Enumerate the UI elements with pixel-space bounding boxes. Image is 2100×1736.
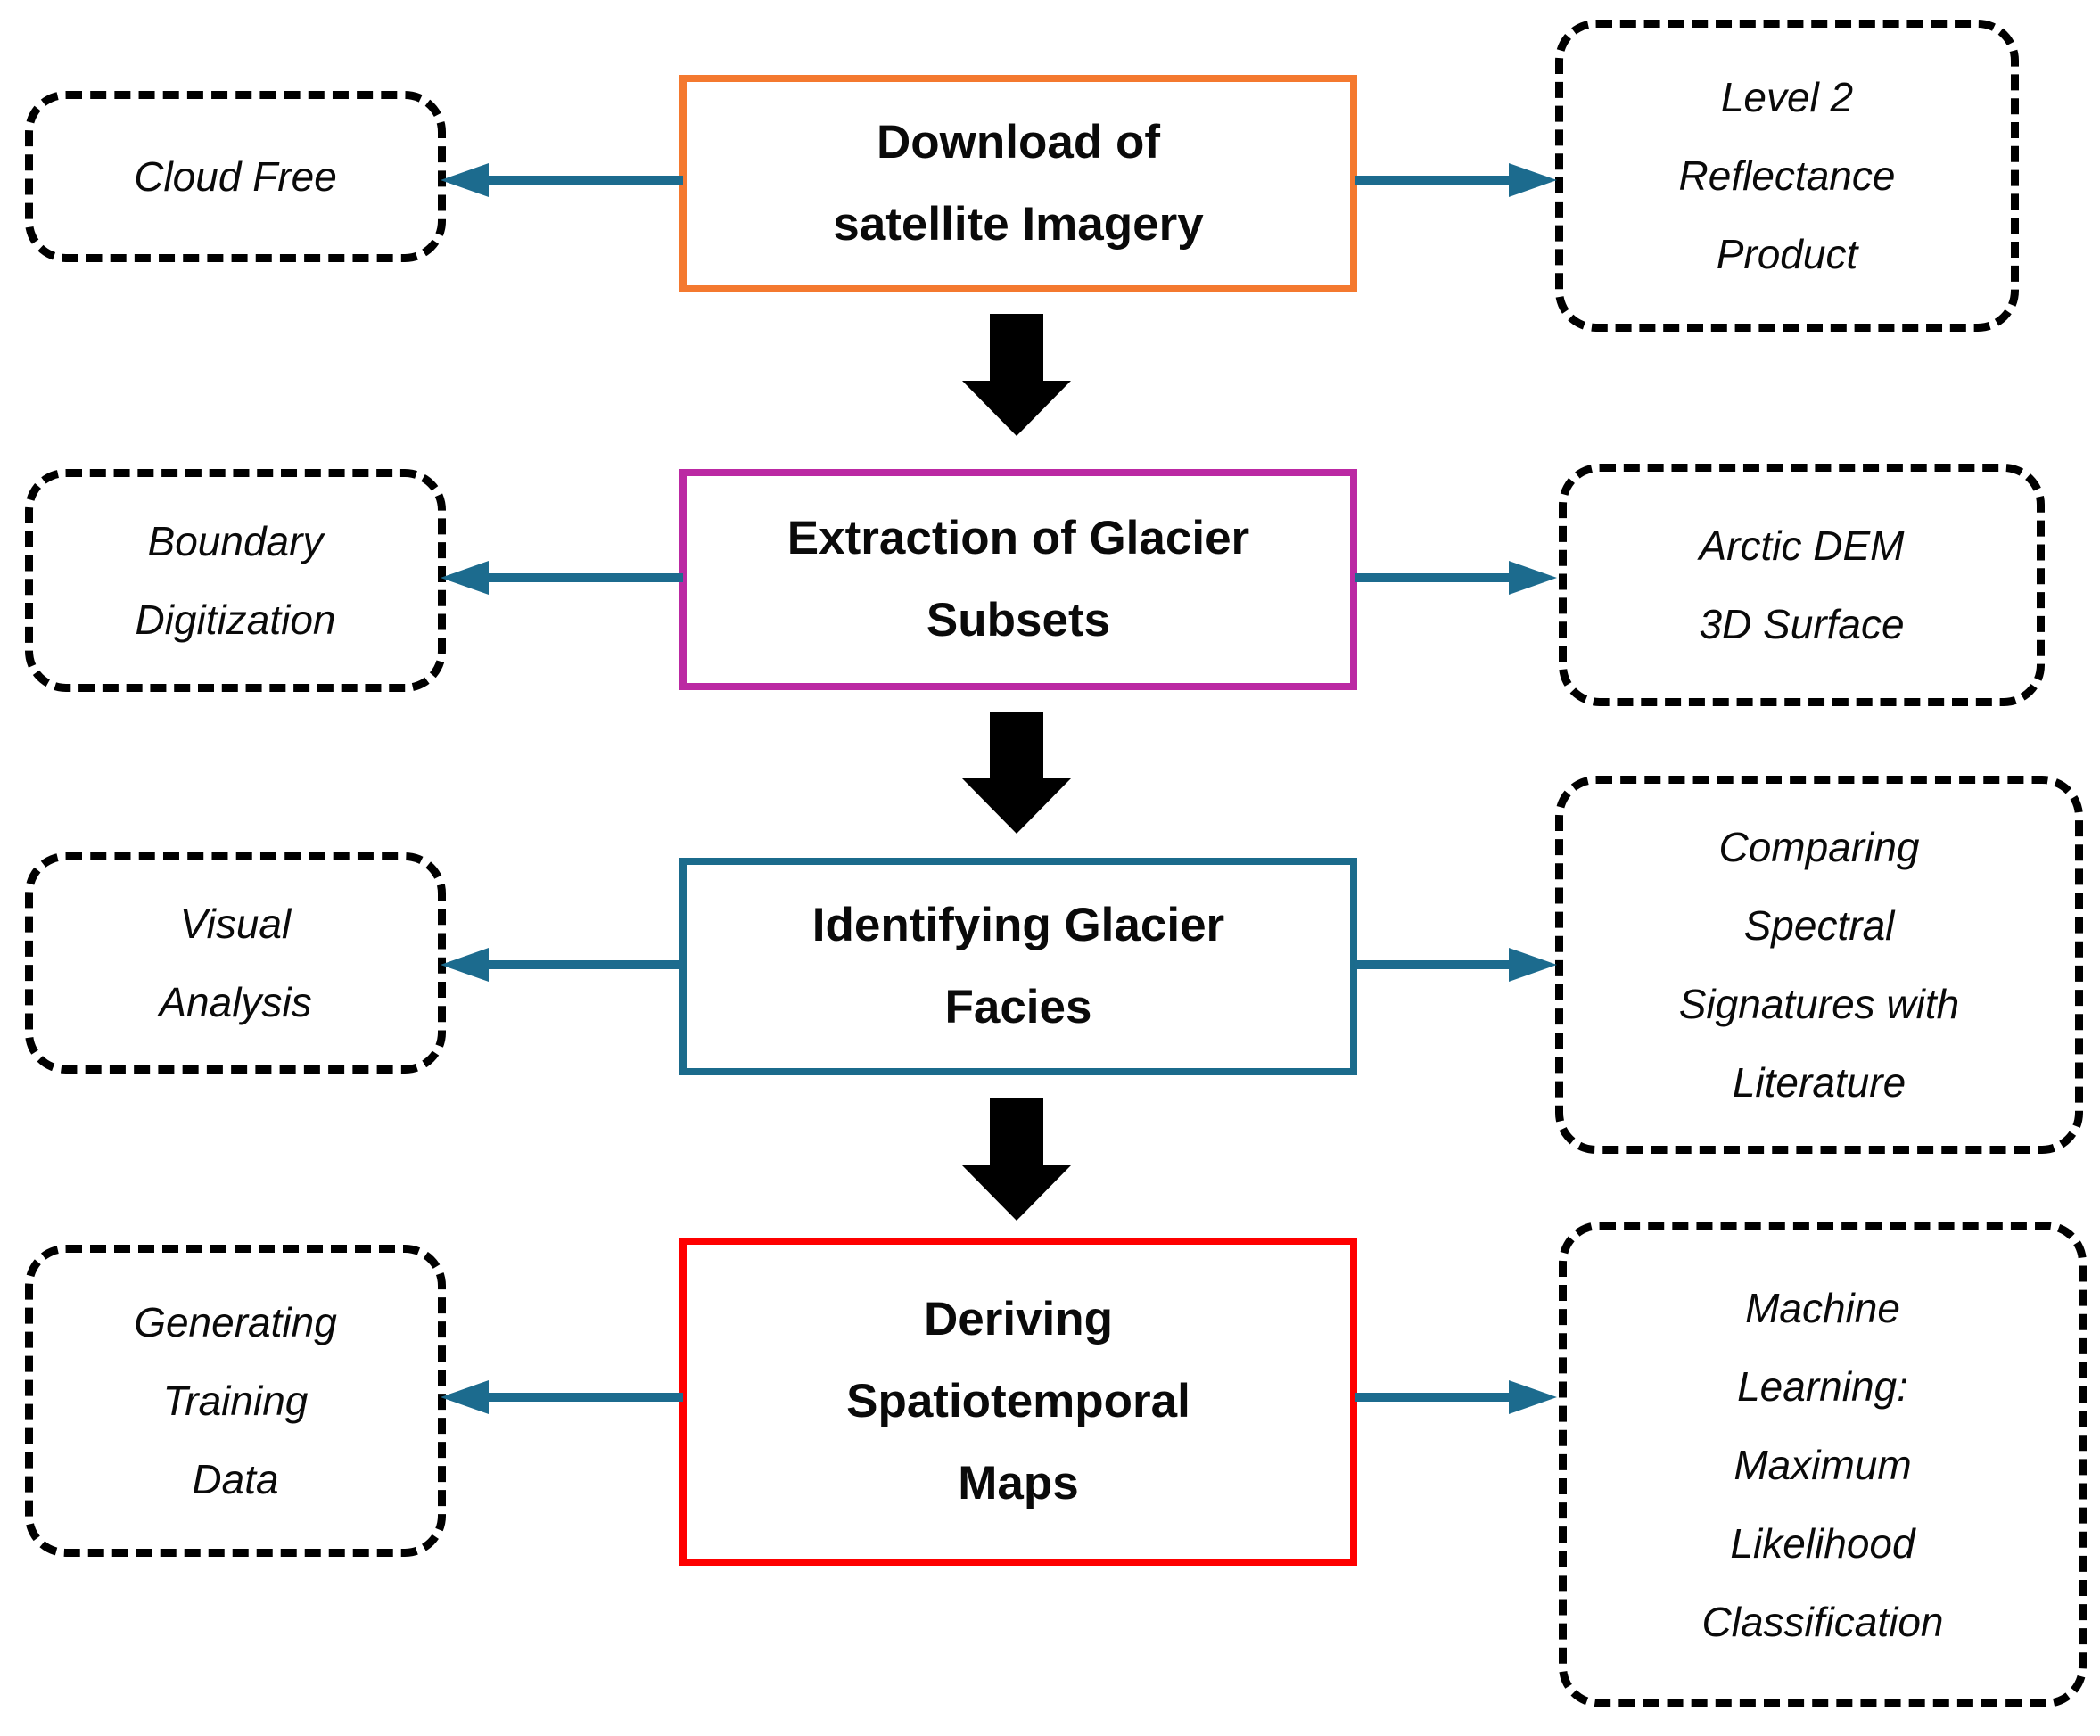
note-box-level2-reflectance: Level 2 Reflectance Product xyxy=(1555,20,2019,332)
note-box-generating-training-data: Generating Training Data xyxy=(25,1245,446,1557)
down-arrow-icon xyxy=(962,314,1071,436)
note-box-cloud-free: Cloud Free xyxy=(25,91,446,262)
note-label: Visual Analysis xyxy=(159,901,312,1025)
note-label: Comparing Spectral Signatures with Liter… xyxy=(1678,824,1960,1106)
right-arrow-icon xyxy=(1355,162,1557,198)
note-box-visual-analysis: Visual Analysis xyxy=(25,852,446,1074)
note-box-arctic-dem: Arctic DEM 3D Surface xyxy=(1559,464,2045,706)
note-box-comparing-spectral: Comparing Spectral Signatures with Liter… xyxy=(1555,776,2083,1154)
note-label: Arctic DEM 3D Surface xyxy=(1699,522,1905,647)
note-label: Cloud Free xyxy=(134,153,337,200)
right-arrow-icon xyxy=(1355,947,1557,983)
left-arrow-icon xyxy=(441,1379,683,1415)
process-label: Extraction of Glacier Subsets xyxy=(786,512,1250,646)
note-label: Machine Learning: Maximum Likelihood Cla… xyxy=(1701,1284,1944,1645)
process-box-identifying: Identifying Glacier Facies xyxy=(679,858,1357,1075)
down-arrow-icon xyxy=(962,1098,1071,1221)
right-arrow-icon xyxy=(1355,1379,1557,1415)
process-box-deriving: Deriving Spatiotemporal Maps xyxy=(679,1238,1357,1566)
down-arrow-icon xyxy=(962,712,1071,834)
left-arrow-icon xyxy=(441,560,683,596)
note-label: Level 2 Reflectance Product xyxy=(1678,74,1896,277)
process-label: Download of satellite Imagery xyxy=(833,116,1204,251)
note-box-boundary-digitization: Boundary Digitization xyxy=(25,469,446,692)
left-arrow-icon xyxy=(441,162,683,198)
note-box-machine-learning: Machine Learning: Maximum Likelihood Cla… xyxy=(1559,1222,2087,1707)
process-box-extraction: Extraction of Glacier Subsets xyxy=(679,469,1357,690)
left-arrow-icon xyxy=(441,947,683,983)
process-label: Identifying Glacier Facies xyxy=(811,899,1225,1033)
process-label: Deriving Spatiotemporal Maps xyxy=(846,1293,1190,1510)
right-arrow-icon xyxy=(1355,560,1557,596)
note-label: Generating Training Data xyxy=(134,1299,337,1502)
process-box-download: Download of satellite Imagery xyxy=(679,75,1357,292)
note-label: Boundary Digitization xyxy=(135,518,336,643)
